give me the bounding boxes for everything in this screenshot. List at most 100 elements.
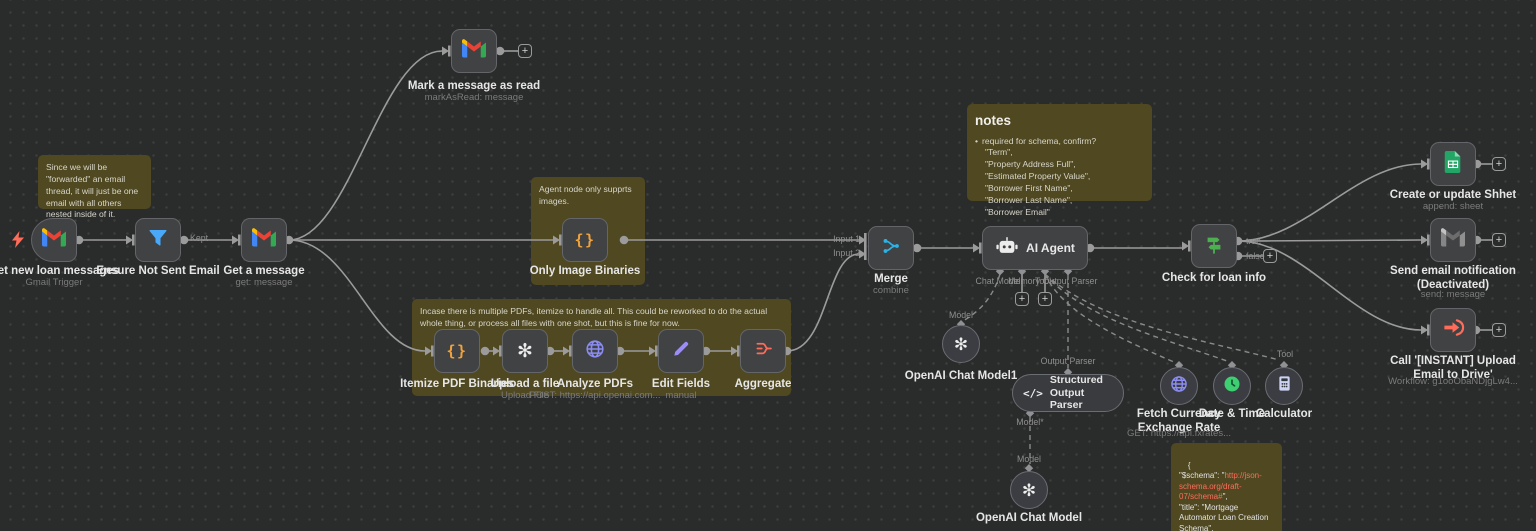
sticky-note-forwarded[interactable]: Since we will be "forwarded" an email th… (38, 155, 151, 219)
port-label-memory: Memory (1008, 276, 1040, 286)
gmail-icon-deactivated (1441, 228, 1465, 252)
port-label-tool: Tool (1034, 276, 1052, 286)
port-label-kept: Kept (190, 233, 209, 243)
port-label-input1: Input 1 (833, 234, 860, 244)
openai-icon: ✻ (953, 334, 969, 354)
node-analyze[interactable] (572, 329, 618, 373)
node-gmail-trigger[interactable] (31, 218, 77, 262)
schema-text: { "$schema": " (1179, 460, 1225, 481)
node-sheet[interactable] (1430, 142, 1476, 186)
port-label-false: false (1246, 251, 1265, 261)
node-label-date-time: Date & Time (1198, 408, 1266, 420)
node-aggregate[interactable] (740, 329, 786, 373)
node-date-time[interactable] (1213, 367, 1251, 405)
sticky-text: Since we will be "forwarded" an email th… (46, 162, 139, 220)
node-filter[interactable] (135, 218, 181, 262)
node-label-only-images: Only Image Binaries (529, 265, 641, 277)
port-label-output-parser: Output Parser (1042, 276, 1098, 286)
openai-icon: ✻ (517, 340, 533, 362)
trigger-bolt-icon (12, 231, 24, 253)
aggregate-icon (753, 338, 774, 364)
execute-workflow-icon (1442, 316, 1465, 344)
add-node-button[interactable]: + (1492, 323, 1506, 337)
port-label-output-parser-top: Output Parser (1040, 356, 1096, 366)
note-line: "Property Address Full", (985, 159, 1076, 170)
note-line: "Borrower Email" (985, 206, 1050, 217)
node-merge[interactable] (868, 226, 914, 270)
code-braces-icon: {} (446, 342, 468, 360)
note-line: "Borrower First Name", (985, 183, 1073, 194)
code-tag-icon: </> (1023, 386, 1043, 400)
port-label-input2: Input 2 (833, 248, 860, 258)
port-label-model-star: Model* (1016, 417, 1044, 427)
node-label-itemize: Itemize PDF Binaries (400, 378, 514, 390)
node-label-send-email: Send email notification (Deactivated) (1390, 265, 1516, 292)
sticky-note-schema[interactable]: { "$schema": "http://json-schema.org/dra… (1171, 443, 1282, 531)
note-line: "Term", (985, 147, 1013, 158)
add-node-button[interactable]: + (1492, 233, 1506, 247)
node-get-message[interactable] (241, 218, 287, 262)
node-calculator[interactable] (1265, 367, 1303, 405)
node-label-gmail-trigger: Get new loan messages (0, 265, 120, 277)
merge-icon (880, 235, 902, 262)
node-openai-chat-model1[interactable]: ✻ (942, 325, 980, 363)
node-label-openai2: OpenAI Chat Model (975, 512, 1083, 524)
node-subtitle: send: message (1420, 289, 1486, 300)
port-label-tool-top: Tool (1276, 349, 1294, 359)
add-tool-button[interactable]: + (1038, 292, 1052, 306)
node-fetch-fx[interactable] (1160, 367, 1198, 405)
input-ports[interactable] (126, 45, 1430, 357)
add-node-button[interactable]: + (1492, 157, 1506, 171)
calculator-icon (1275, 374, 1294, 398)
node-label-get-message: Get a message (223, 265, 305, 277)
note-line: "Borrower Last Name", (985, 194, 1073, 205)
node-subtitle: Workflow: g1ooObaNDjgLw4... (1388, 376, 1518, 387)
node-label-check-loan: Check for loan info (1161, 272, 1267, 284)
robot-icon (995, 235, 1019, 261)
node-label-sheet: Create or update Shhet (1389, 189, 1517, 201)
node-label-filter: Ensure Not Sent Email (96, 265, 220, 277)
node-subtitle: POST: https://api.openai.com... (529, 390, 661, 401)
node-subtitle: get: message (235, 277, 293, 288)
sticky-title: notes (975, 113, 1012, 128)
node-title: Structured Output Parser (1049, 374, 1103, 412)
node-label-analyze: Analyze PDFs (556, 378, 634, 390)
node-subtitle: GET: https://api.fxrates... (1126, 428, 1231, 439)
port-label-model1: Model (949, 310, 973, 320)
node-check-loan[interactable] (1191, 224, 1237, 268)
node-upload[interactable]: ✻ (502, 329, 548, 373)
sticky-text: Incase there is multiple PDFs, itemize t… (420, 306, 768, 328)
node-structured-output-parser[interactable]: </> Structured Output Parser (1012, 374, 1124, 412)
filter-icon (147, 227, 169, 254)
node-send-email[interactable] (1430, 218, 1476, 262)
node-only-images[interactable]: {} (562, 218, 608, 262)
output-ports[interactable] (74, 46, 1482, 356)
add-node-button-false[interactable]: + (1263, 249, 1277, 263)
node-edit-fields[interactable] (658, 329, 704, 373)
node-subtitle: combine (873, 285, 909, 296)
sheets-icon (1443, 150, 1463, 178)
schema-link[interactable]: http://json-schema.org/draft-07/schema# (1179, 471, 1262, 502)
note-line: required for schema, confirm? (982, 135, 1097, 146)
pencil-icon (671, 339, 691, 364)
node-subtitle: markAsRead: message (424, 92, 524, 103)
sticky-note-notes[interactable]: notes •required for schema, confirm? "Te… (967, 104, 1152, 217)
node-ai-agent[interactable]: AI Agent (982, 226, 1088, 270)
gmail-icon (462, 39, 486, 63)
gmail-icon (42, 228, 66, 252)
node-subtitle: Gmail Trigger (25, 277, 83, 288)
node-itemize[interactable]: {} (434, 329, 480, 373)
add-memory-button[interactable]: + (1015, 292, 1029, 306)
node-label-upload: Upload a file (490, 378, 560, 390)
node-call-workflow[interactable] (1430, 308, 1476, 352)
add-node-button[interactable]: + (518, 44, 532, 58)
node-mark-read[interactable] (451, 29, 497, 73)
node-openai-chat-model[interactable]: ✻ (1010, 471, 1048, 509)
node-label-mark-read: Mark a message as read (407, 80, 541, 92)
globe-icon (1169, 374, 1189, 399)
sticky-text: Agent node only supprts images. (539, 184, 632, 206)
gmail-icon (252, 228, 276, 252)
node-label-edit-fields: Edit Fields (651, 378, 711, 390)
openai-icon: ✻ (1021, 480, 1037, 500)
